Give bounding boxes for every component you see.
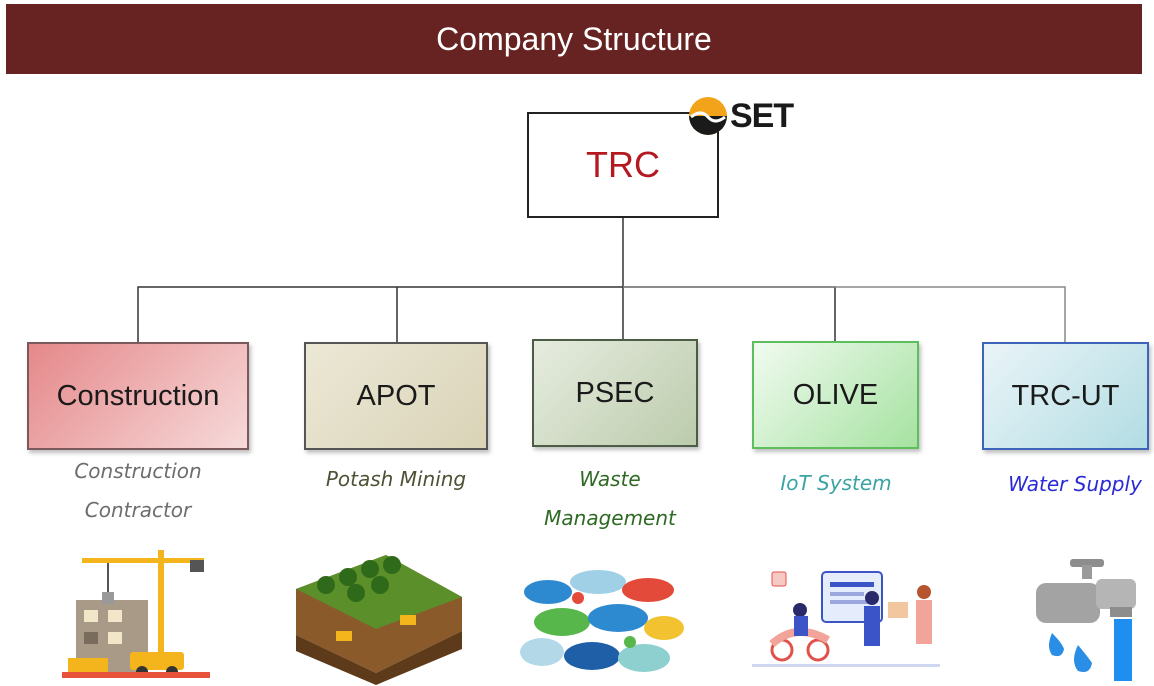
node-construction: Construction [27, 342, 249, 450]
node-label: APOT [356, 379, 436, 412]
desc-construction: Construction Contractor [27, 452, 249, 530]
desc-line: IoT System [780, 471, 892, 495]
set-logo-text: SET [730, 96, 794, 135]
node-label: OLIVE [792, 378, 879, 411]
desc-trc-ut: Water Supply [990, 465, 1154, 504]
desc-line: Water Supply [1008, 472, 1142, 496]
root-company-label: TRC [586, 144, 660, 185]
desc-line: Construction [74, 459, 202, 483]
title-banner: Company Structure [6, 4, 1142, 74]
page-title: Company Structure [436, 20, 712, 57]
node-olive: OLIVE [752, 341, 919, 449]
desc-apot: Potash Mining [290, 460, 502, 499]
node-psec: PSEC [532, 339, 698, 447]
node-label: Construction [56, 379, 220, 412]
plastic-bottles-illustration [520, 570, 684, 672]
root-company-box: TRC [527, 112, 719, 218]
water-tap-illustration [1036, 559, 1136, 681]
construction-crane-illustration [62, 550, 210, 678]
desc-line: Potash Mining [325, 467, 467, 491]
desc-psec: Waste Management [512, 460, 708, 538]
desc-line: Waste [579, 467, 641, 491]
set-logo: SET [688, 94, 804, 138]
node-label: PSEC [575, 376, 655, 409]
node-apot: APOT [304, 342, 488, 450]
mining-terrain-illustration [296, 555, 462, 685]
iot-delivery-illustration [752, 571, 940, 667]
desc-line: Management [544, 506, 676, 530]
desc-olive: IoT System [740, 464, 932, 503]
node-trc-ut: TRC-UT [982, 342, 1149, 450]
desc-line: Contractor [84, 498, 192, 522]
set-emblem-icon [689, 97, 727, 135]
node-label: TRC-UT [1011, 379, 1120, 412]
